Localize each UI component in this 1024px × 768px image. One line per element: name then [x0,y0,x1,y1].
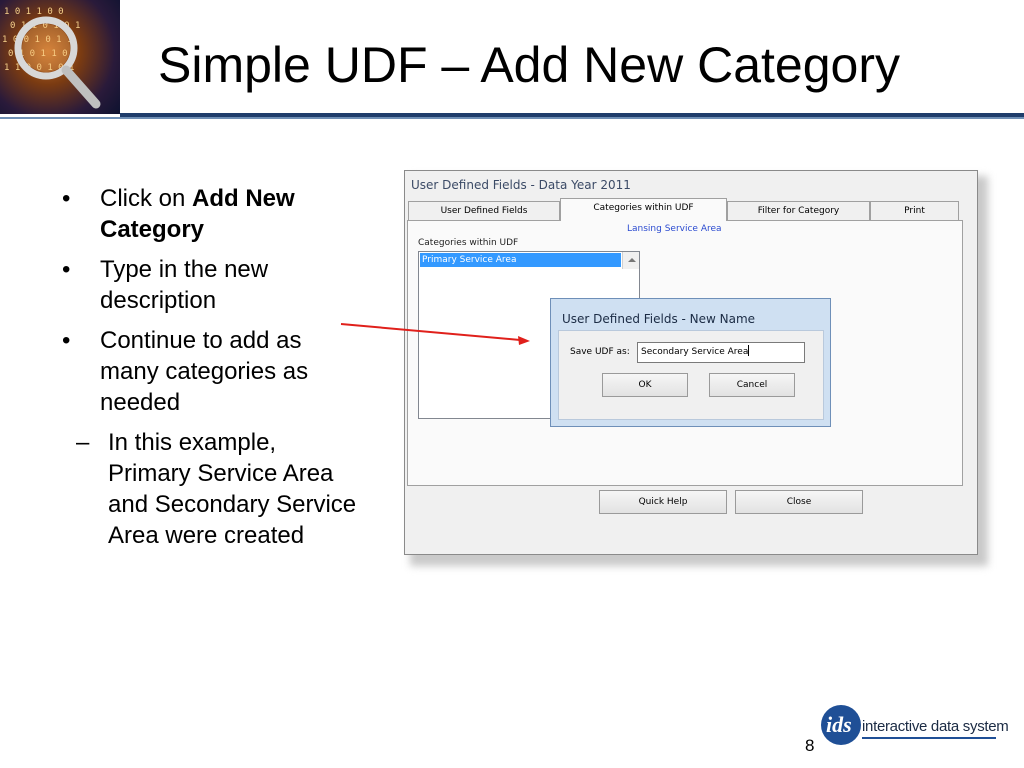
svg-text:1 0 1 1 0 0: 1 0 1 1 0 0 [4,7,64,17]
header-rule [120,113,1024,117]
bullet-text: Click on [100,185,193,212]
text-caret [748,345,750,356]
quick-help-button[interactable]: Quick Help [599,490,727,514]
new-name-dialog: User Defined Fields - New Name Save UDF … [550,298,831,427]
close-button[interactable]: Close [735,490,863,514]
dialog-title: User Defined Fields - New Name [562,312,756,326]
bullet-dot: • [62,185,71,212]
svg-text:1 1 0 0 1 0 1: 1 1 0 0 1 0 1 [4,63,74,73]
bullet-text: Continue to add as many categories as ne… [100,327,309,416]
bullet-item: • Click on Add New Category [62,183,362,245]
ids-logo-icon [821,705,861,745]
bullet-dot: • [62,256,71,283]
ids-logo-text: ids [826,712,852,737]
slide-title: Simple UDF – Add New Category [158,37,900,93]
bullet-text: Type in the new description [100,256,269,314]
page-number: 8 [805,736,815,755]
cancel-button[interactable]: Cancel [709,373,795,397]
service-area-label: Lansing Service Area [627,224,722,234]
list-item[interactable]: Primary Service Area [420,253,621,267]
categories-list-label: Categories within UDF [418,238,519,248]
sub-bullet-text: In this example, Primary Service Area an… [108,429,357,549]
tab-print[interactable]: Print [870,201,959,220]
ids-company-name: interactive data system [862,718,1009,735]
bullet-item: • Type in the new description [62,254,362,316]
scroll-up-icon[interactable] [622,252,639,269]
ok-button[interactable]: OK [602,373,688,397]
dialog-body: Save UDF as: Secondary Service Area OK C… [558,330,824,420]
save-udf-input-value: Secondary Service Area [641,347,749,357]
bullet-bold-text: Add New Category [100,185,295,243]
svg-text:0 1 1 0 1 0 1: 0 1 1 0 1 0 1 [10,21,80,31]
svg-text:0 1 0 1 1 0: 0 1 0 1 1 0 [8,49,68,59]
save-udf-label: Save UDF as: [570,347,630,357]
bullet-item: • Continue to add as many categories as … [62,325,362,418]
save-udf-input[interactable]: Secondary Service Area [637,342,805,363]
bullet-list: • Click on Add New Category • Type in th… [62,183,362,551]
window-title: User Defined Fields - Data Year 2011 [411,178,631,192]
sub-bullet-item: – In this example, Primary Service Area … [24,427,362,551]
sub-bullet-dash: – [76,429,90,456]
tab-filter-for-category[interactable]: Filter for Category [727,201,870,220]
magnifier-binary-icon: 1 0 1 1 0 0 0 1 1 0 1 0 1 1 0 0 1 0 1 1 … [2,7,101,109]
header-image: 1 0 1 1 0 0 0 1 1 0 1 0 1 1 0 0 1 0 1 1 … [0,0,120,114]
ids-underline [862,737,996,739]
tab-categories-within-udf[interactable]: Categories within UDF [560,198,727,221]
header-rule-light [0,117,1024,119]
svg-text:1 0 0 1 0 1 1: 1 0 0 1 0 1 1 [2,35,72,45]
tab-user-defined-fields[interactable]: User Defined Fields [408,201,560,220]
bullet-dot: • [62,327,71,354]
